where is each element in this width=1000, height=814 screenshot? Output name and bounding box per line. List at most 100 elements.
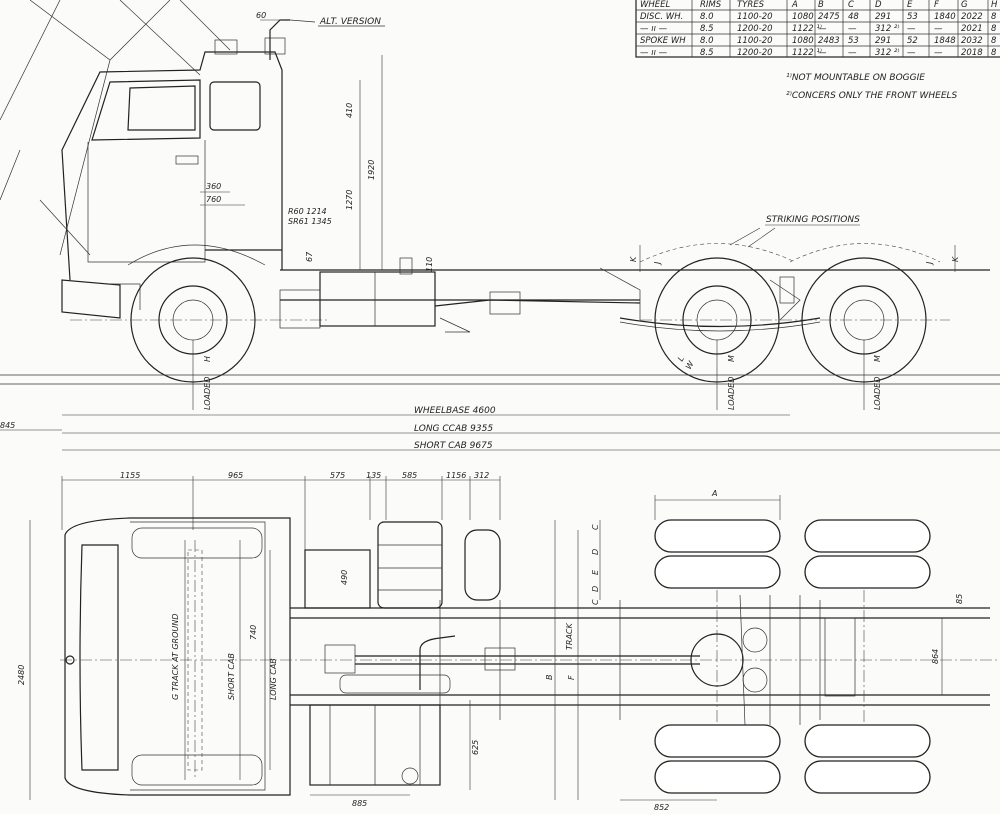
dim-2480: 2480 xyxy=(17,665,26,685)
letter-m-2: M xyxy=(873,355,882,362)
table-cell-2-1: 8.0 xyxy=(700,36,714,46)
radius-2: SR61 1345 xyxy=(288,217,332,226)
radius-1: R60 1214 xyxy=(288,207,327,216)
table-cell-0-8: 1840 xyxy=(934,12,956,22)
letter-h: H xyxy=(203,356,212,362)
table-cell-3-4: — xyxy=(818,48,827,58)
table-cell-1-8: — xyxy=(934,24,943,34)
table-cell-1-9: 2021 xyxy=(961,24,983,34)
loaded-rear-2: LOADED xyxy=(873,377,882,410)
letter-j-2: J xyxy=(925,261,934,266)
overhang-dim: 845 xyxy=(0,421,15,430)
table-cell-1-4: — xyxy=(818,24,827,34)
table-cell-0-9: 2022 xyxy=(961,12,983,22)
plan-letter-6: F xyxy=(567,675,576,680)
table-header-10: H xyxy=(991,0,998,10)
long-cab-label-plan: LONG CAB xyxy=(269,658,278,700)
tyre-rear-2-bottom-outer xyxy=(804,760,931,794)
dim-1270: 1270 xyxy=(345,190,354,210)
dim-625: 625 xyxy=(471,740,480,755)
dim-a: A xyxy=(711,489,717,498)
dim-top-5: 1156 xyxy=(446,471,466,480)
table-cell-0-5: 48 xyxy=(848,12,859,22)
plan-letter-2: E xyxy=(591,569,600,575)
dim-490: 490 xyxy=(340,570,349,585)
dim-67: 67 xyxy=(305,251,314,262)
tyre-rear-1-bottom-outer xyxy=(654,760,781,794)
table-cell-1-1: 8.5 xyxy=(700,24,714,34)
loaded-front: LOADED xyxy=(203,377,212,410)
tyre-rear-2-top-outer xyxy=(804,519,931,553)
table-cell-0-10: 8 xyxy=(991,12,997,22)
table-cell-2-8: 1848 xyxy=(934,36,956,46)
table-header-8: F xyxy=(934,0,939,10)
table-cell-2-9: 2032 xyxy=(961,36,983,46)
note-1: ¹⁾NOT MOUNTABLE ON BOGGIE xyxy=(786,73,925,83)
table-cell-2-7: 52 xyxy=(907,36,918,46)
table-cell-1-2: 1200-20 xyxy=(737,24,773,34)
dim-1920: 1920 xyxy=(367,160,376,180)
g-track-label: G TRACK AT GROUND xyxy=(171,614,180,700)
table-cell-0-0: DISC. WH. xyxy=(640,12,683,22)
note-2: ²⁾CONCERS ONLY THE FRONT WHEELS xyxy=(786,91,958,101)
loaded-rear-1: LOADED xyxy=(727,377,736,410)
dim-top-0: 1155 xyxy=(120,471,140,480)
dim-top-6: 312 xyxy=(474,471,489,480)
plan-letter-1: D xyxy=(591,549,600,555)
short-cab-label-plan: SHORT CAB xyxy=(227,653,236,700)
tyre-rear-1-bottom-inner xyxy=(654,724,781,758)
table-cell-2-3: 1080 xyxy=(792,36,814,46)
table-cell-2-5: 53 xyxy=(848,36,859,46)
dim-740: 740 xyxy=(249,625,258,640)
table-cell-3-3: 1122 ¹⁾ xyxy=(792,48,822,58)
table-header-7: E xyxy=(907,0,913,10)
letter-k-1: K xyxy=(629,256,638,262)
table-cell-3-0: — ıı — xyxy=(640,48,668,58)
letter-w: W xyxy=(684,359,696,371)
table-cell-3-6: 312 ²⁾ xyxy=(875,48,899,58)
tyre-rear-1-top-inner xyxy=(654,555,781,589)
table-cell-1-5: — xyxy=(848,24,857,34)
plan-letter-0: C xyxy=(591,524,600,530)
tyre-rear-2-top-inner xyxy=(804,555,931,589)
long-cab-label: LONG CCAB 9355 xyxy=(414,424,493,434)
table-cell-2-0: SPOKE WH xyxy=(640,36,686,46)
alt-version-label: ALT. VERSION xyxy=(319,17,381,27)
dim-top-1: 965 xyxy=(228,471,243,480)
letter-l: L xyxy=(676,355,686,363)
striking-positions-label: STRIKING POSITIONS xyxy=(766,215,860,225)
table-header-9: G xyxy=(961,0,968,10)
table-cell-0-4: 2475 xyxy=(818,12,840,22)
tyre-rear-1-top-outer xyxy=(654,519,781,553)
dim-864: 864 xyxy=(931,649,940,664)
table-cell-1-10: 8 xyxy=(991,24,997,34)
dim-885: 885 xyxy=(352,799,367,808)
table-cell-3-9: 2018 xyxy=(961,48,983,58)
wheelbase-label: WHEELBASE 4600 xyxy=(414,406,496,416)
table-cell-3-1: 8.5 xyxy=(700,48,714,58)
dim-top-2: 575 xyxy=(330,471,345,480)
table-header-0: WHEEL xyxy=(640,0,671,10)
table-cell-1-3: 1122 ¹⁾ xyxy=(792,24,822,34)
table-cell-1-0: — ıı — xyxy=(640,24,668,34)
dim-top-3: 135 xyxy=(366,471,381,480)
letter-m-1: M xyxy=(727,355,736,362)
dim-410: 410 xyxy=(345,103,354,118)
table-cell-1-6: 312 ²⁾ xyxy=(875,24,899,34)
table-cell-3-8: — xyxy=(934,48,943,58)
dim-110: 110 xyxy=(425,257,434,272)
letter-j-1: J xyxy=(653,261,662,266)
tyre-rear-2-bottom-inner xyxy=(804,724,931,758)
table-header-4: B xyxy=(818,0,824,10)
table-cell-3-5: — xyxy=(848,48,857,58)
table-cell-0-1: 8.0 xyxy=(700,12,714,22)
table-header-5: C xyxy=(848,0,854,10)
dim-85: 85 xyxy=(955,594,964,604)
table-cell-0-6: 291 xyxy=(875,12,891,22)
table-header-2: TYRES xyxy=(737,0,765,10)
track-label: TRACK xyxy=(565,622,574,650)
table-cell-2-6: 291 xyxy=(875,36,891,46)
